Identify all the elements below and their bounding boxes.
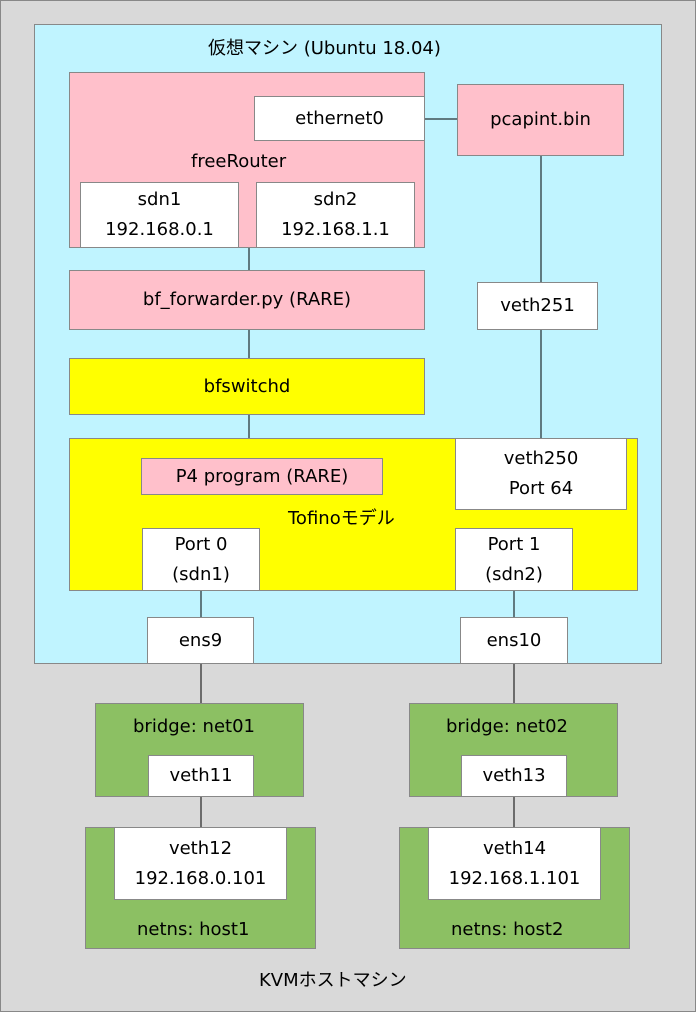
netns-host2-label: netns: host2 — [451, 919, 564, 940]
veth11-box: veth11 — [148, 755, 254, 797]
ens9-label: ens9 — [178, 629, 223, 651]
veth11-label: veth11 — [169, 765, 233, 786]
p4-program-box: P4 program (RARE) — [141, 458, 383, 495]
veth250-name: veth250 — [503, 448, 579, 469]
sdn1-ip: 192.168.0.1 — [105, 219, 214, 240]
sdn1-box: sdn1 192.168.0.1 — [80, 182, 239, 248]
veth14-ip: 192.168.1.101 — [448, 867, 581, 889]
bfswitchd-box: bfswitchd — [69, 358, 425, 415]
port1-box: Port 1 (sdn2) — [455, 528, 573, 591]
veth13-label: veth13 — [482, 765, 546, 786]
bf-forwarder-box: bf_forwarder.py (RARE) — [69, 270, 425, 330]
pcapint-box: pcapint.bin — [457, 84, 624, 156]
veth14-box: veth14 192.168.1.101 — [428, 827, 601, 900]
ens10-box: ens10 — [460, 617, 568, 664]
veth250-port: Port 64 — [508, 478, 574, 499]
freerouter-label: freeRouter — [191, 151, 287, 172]
veth14-name: veth14 — [482, 837, 547, 859]
sdn2-box: sdn2 192.168.1.1 — [256, 182, 415, 248]
ethernet0-label: ethernet0 — [295, 107, 384, 129]
p4-program-label: P4 program (RARE) — [175, 465, 349, 487]
tofino-label: Tofinoモデル — [288, 508, 395, 529]
veth12-box: veth12 192.168.0.101 — [114, 827, 287, 900]
port0-iface: (sdn1) — [172, 563, 230, 585]
veth250-box: veth250 Port 64 — [455, 438, 627, 510]
port1-name: Port 1 — [487, 533, 541, 555]
pcapint-label: pcapint.bin — [490, 109, 591, 130]
kvm-host-label: KVMホストマシン — [259, 970, 407, 991]
port0-box: Port 0 (sdn1) — [142, 528, 260, 591]
ens10-label: ens10 — [486, 629, 542, 651]
veth13-box: veth13 — [461, 755, 567, 797]
ens9-box: ens9 — [147, 617, 254, 664]
bf-forwarder-label: bf_forwarder.py (RARE) — [142, 289, 352, 310]
vm-title: 仮想マシン (Ubuntu 18.04) — [208, 38, 441, 59]
port1-iface: (sdn2) — [485, 563, 543, 585]
sdn2-name: sdn2 — [313, 189, 358, 210]
port0-name: Port 0 — [174, 533, 228, 555]
veth251-box: veth251 — [477, 282, 598, 330]
bfswitchd-label: bfswitchd — [203, 375, 291, 397]
sdn2-ip: 192.168.1.1 — [281, 219, 390, 240]
veth251-label: veth251 — [500, 295, 575, 316]
bridge-net01-label: bridge: net01 — [133, 716, 255, 737]
veth12-ip: 192.168.0.101 — [134, 867, 267, 889]
sdn1-name: sdn1 — [137, 189, 182, 210]
veth12-name: veth12 — [168, 837, 233, 859]
netns-host1-label: netns: host1 — [137, 919, 250, 940]
bridge-net02-label: bridge: net02 — [446, 716, 568, 737]
ethernet0-box: ethernet0 — [254, 96, 425, 141]
